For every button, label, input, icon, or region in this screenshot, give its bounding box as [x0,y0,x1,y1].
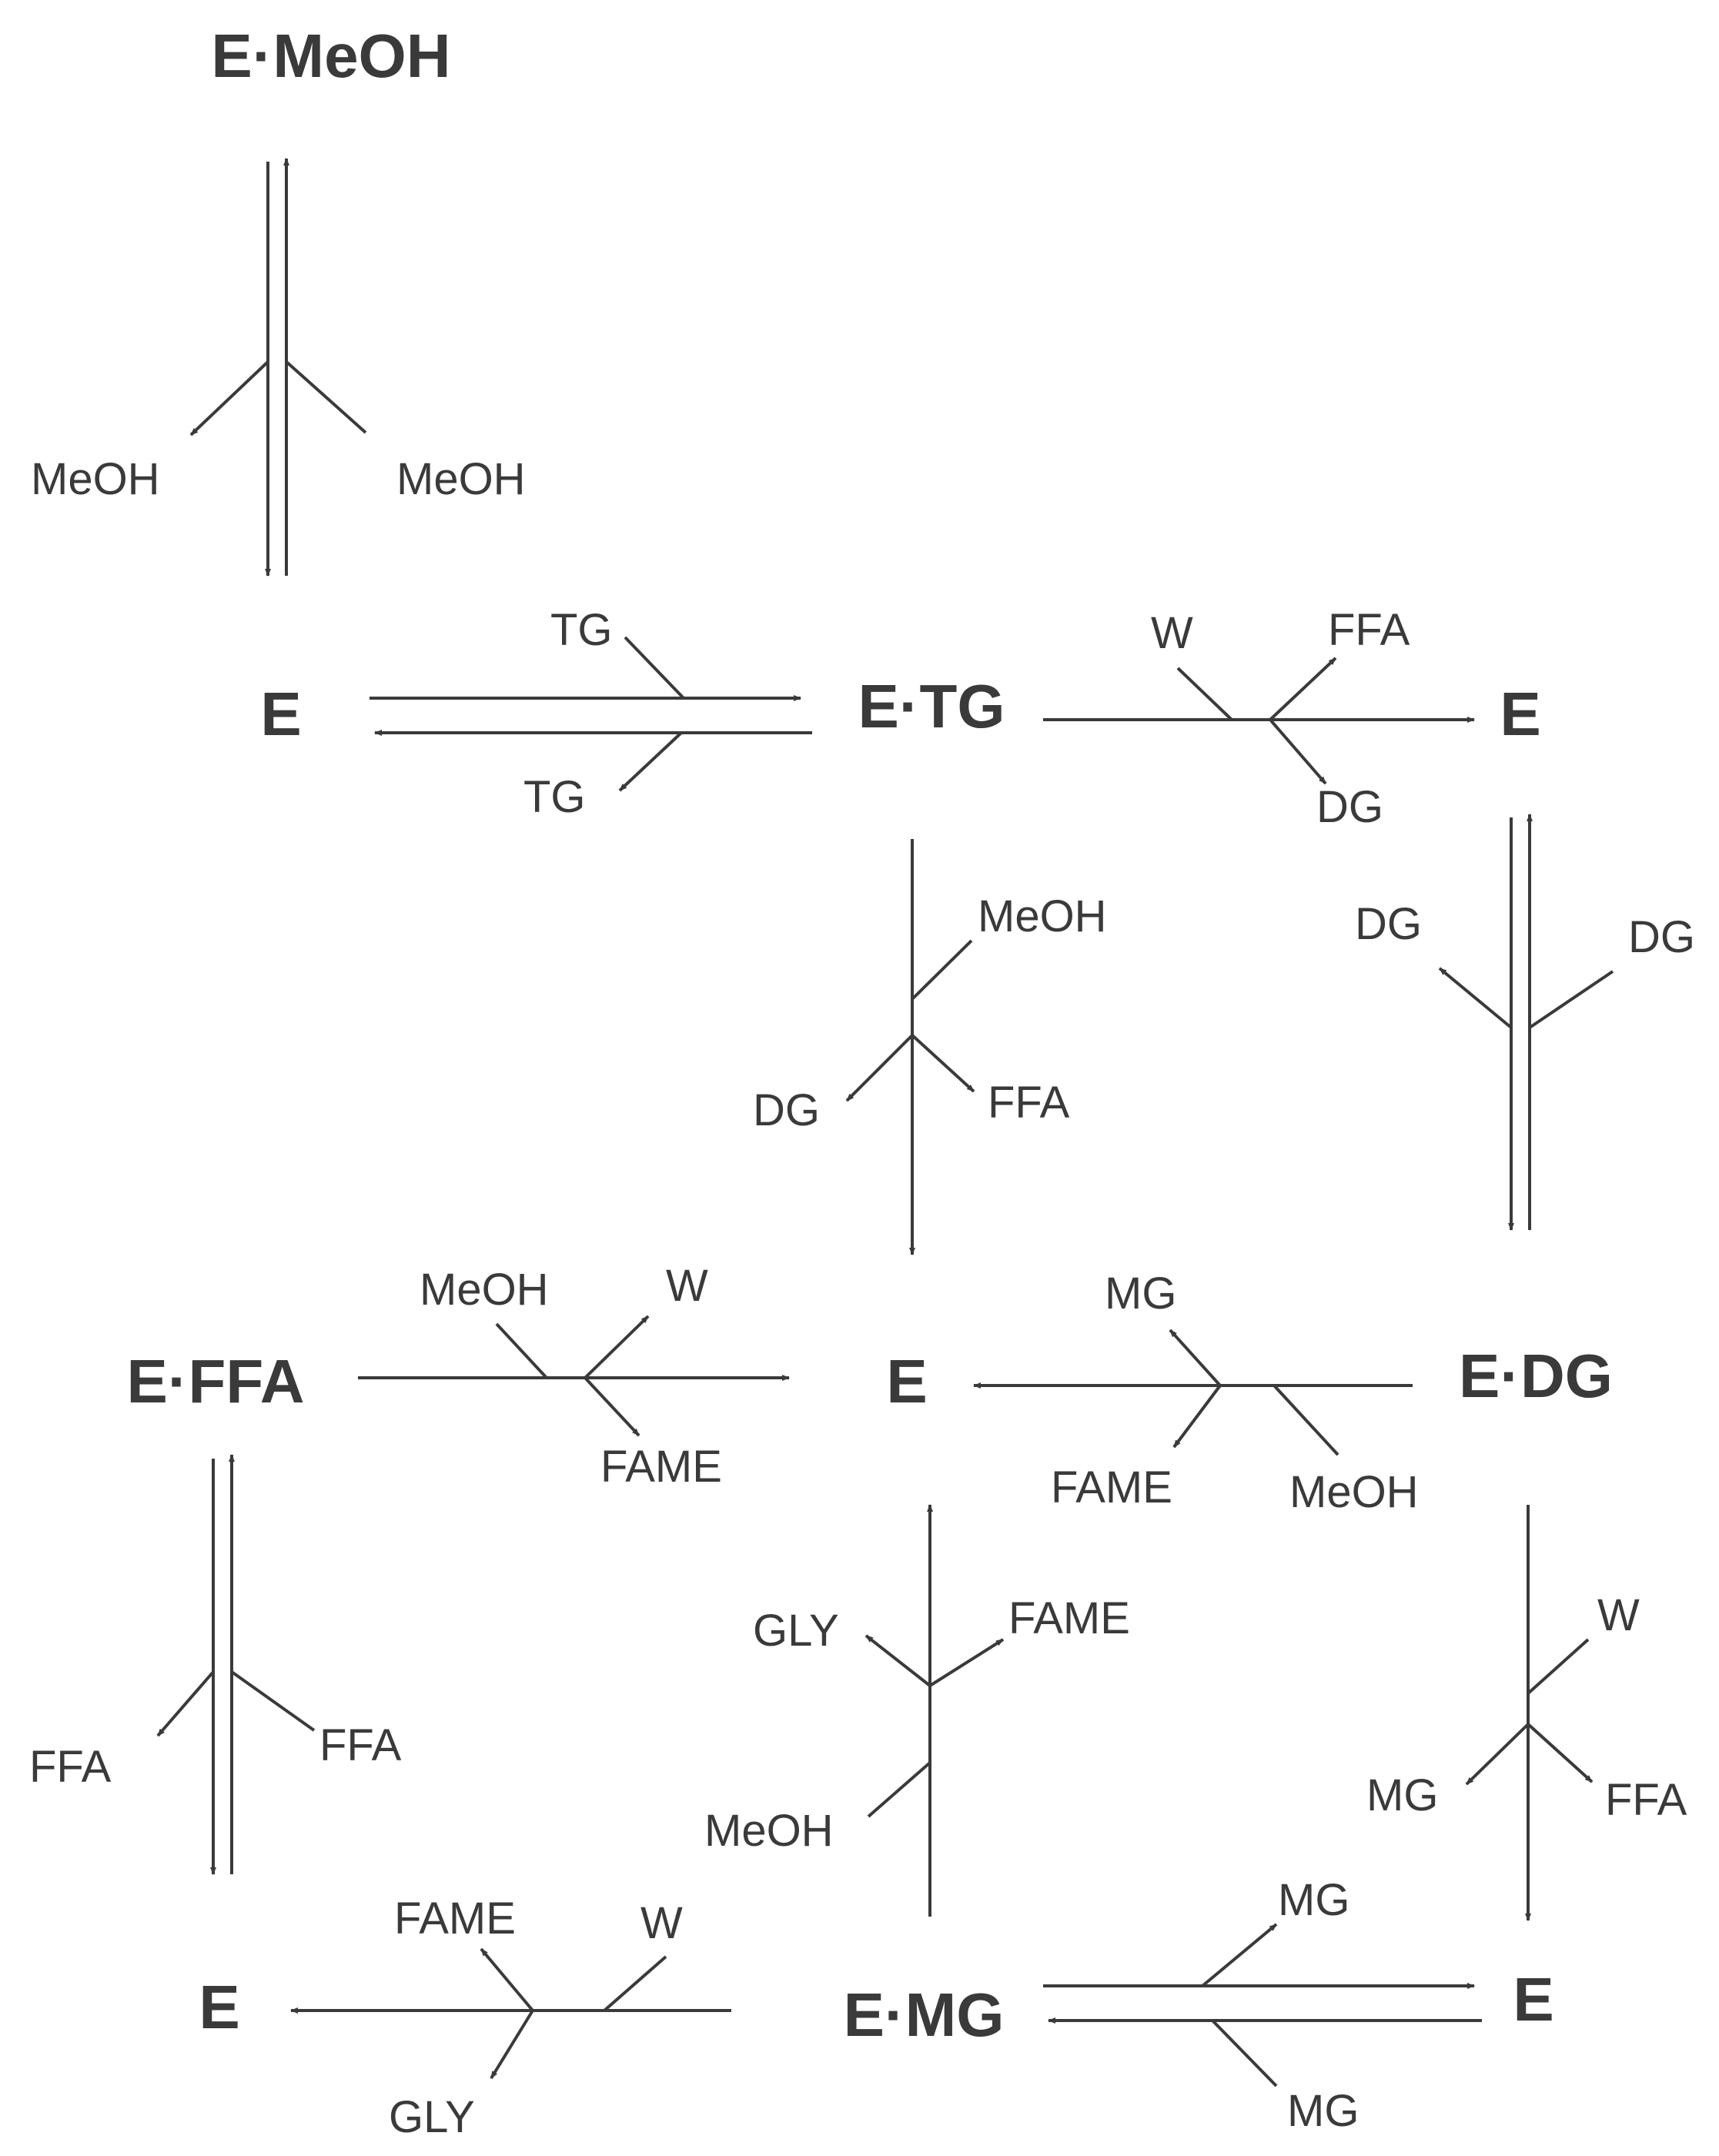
node-e-3: E [886,1347,927,1416]
label-meoh-mid: MeOH [978,891,1107,941]
label-w-bottom: W [640,1898,683,1948]
label-tg-top: TG [550,605,613,655]
label-mg-rev-top: MG [1278,1875,1349,1925]
label-mg-dg-row: MG [1105,1269,1176,1319]
label-dg-top: DG [1316,782,1383,832]
arrow-effa-e [358,1315,790,1437]
label-meoh-ffa-row: MeOH [420,1265,549,1315]
arrow-emeoh-e [189,158,367,577]
label-tg-bottom: TG [523,772,586,822]
arrow-effa-e-vertical [156,1454,316,1875]
label-meoh-dg-row: MeOH [1289,1467,1419,1517]
label-fame-dg-row: FAME [1051,1462,1172,1513]
arrow-emg-e [865,1504,1005,1917]
node-e-ffa: E·FFA [126,1347,304,1416]
label-gly-mg-col: GLY [753,1606,839,1656]
label-ffa-rev-left: FFA [29,1742,112,1792]
label-mg-right-col: MG [1366,1770,1438,1820]
label-meoh-left: MeOH [31,454,160,504]
label-fame-bottom: FAME [394,1894,516,1944]
label-dg-rev-left: DG [1355,899,1422,949]
label-fame-ffa-row: FAME [600,1442,722,1492]
label-w-right-col: W [1597,1590,1640,1640]
label-meoh-mg-col: MeOH [704,1806,834,1856]
node-e-mg: E·MG [844,1981,1005,2049]
node-e-tg: E·TG [858,672,1005,740]
node-e-4: E [199,1973,239,2041]
arrow-emg-e-right [1043,1923,1482,2087]
node-e-2: E [1500,680,1540,748]
node-e-dg: E·DG [1459,1342,1613,1410]
arrow-edg-e-right [1465,1505,1594,1921]
label-fame-mg-col: FAME [1008,1593,1130,1643]
label-w-ffa-row: W [666,1261,708,1311]
node-e-5: E [1513,1965,1553,2034]
label-mg-rev-bottom: MG [1287,2086,1359,2136]
label-w-top: W [1151,608,1193,658]
node-e-1: E [260,680,301,748]
label-meoh-right: MeOH [396,454,526,504]
label-ffa-top: FFA [1328,605,1410,655]
label-ffa-mid: FFA [988,1078,1070,1128]
node-e-meoh: E·MeOH [211,22,450,90]
label-dg-mid: DG [753,1085,820,1135]
arrow-e-edg [1438,814,1614,1231]
arrow-e-etg [370,636,812,792]
label-ffa-rev-right: FFA [319,1720,402,1770]
arrow-etg-e [1043,657,1475,785]
label-gly-bottom: GLY [389,2092,475,2142]
label-ffa-right-col: FFA [1605,1775,1687,1825]
arrow-emg-e-bottom [290,1947,731,2080]
arrow-etg-e-center [845,839,975,1255]
label-dg-rev-right: DG [1628,912,1695,962]
arrow-edg-e [973,1329,1413,1456]
